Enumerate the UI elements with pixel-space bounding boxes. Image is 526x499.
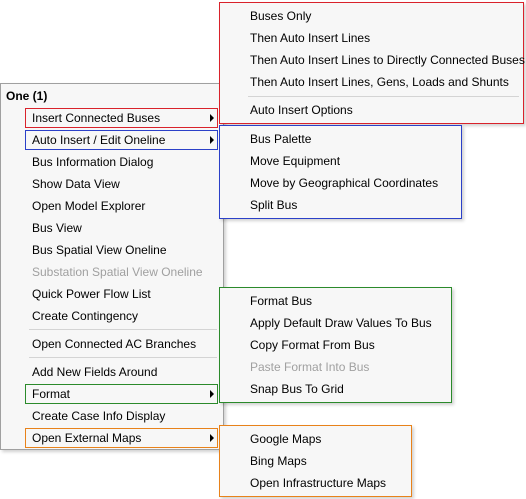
submenu-arrow-icon	[210, 136, 214, 144]
substation-spatial-view-oneline-item: Substation Spatial View Oneline	[32, 265, 203, 279]
bus-context-menu: One (1) Insert Connected Buses Auto Inse…	[0, 83, 224, 450]
create-contingency-item[interactable]: Create Contingency	[32, 309, 139, 323]
auto-insert-edit-oneline-label: Auto Insert / Edit Oneline	[32, 133, 166, 147]
format-item[interactable]: Format	[5, 384, 217, 404]
insert-connected-buses-highlight	[25, 108, 218, 128]
then-auto-insert-lines-directly-connected-item[interactable]: Then Auto Insert Lines to Directly Conne…	[250, 53, 525, 67]
insert-connected-buses-submenu: Buses Only Then Auto Insert Lines Then A…	[219, 2, 525, 124]
bus-spatial-view-oneline-item[interactable]: Bus Spatial View Oneline	[32, 243, 167, 257]
copy-format-from-bus-item[interactable]: Copy Format From Bus	[250, 338, 375, 352]
bus-information-dialog-item[interactable]: Bus Information Dialog	[32, 155, 154, 169]
auto-insert-options-item[interactable]: Auto Insert Options	[250, 103, 353, 117]
submenu-arrow-icon	[210, 390, 214, 398]
format-submenu: Format Bus Apply Default Draw Values To …	[219, 287, 452, 403]
split-bus-item[interactable]: Split Bus	[250, 198, 298, 212]
menu-separator	[29, 329, 217, 330]
menu-separator	[29, 357, 217, 358]
external-maps-highlight	[25, 428, 218, 448]
open-external-maps-item[interactable]: Open External Maps	[5, 428, 217, 448]
then-auto-insert-lines-item[interactable]: Then Auto Insert Lines	[250, 31, 371, 45]
open-connected-ac-branches-item[interactable]: Open Connected AC Branches	[32, 337, 197, 351]
move-equipment-item[interactable]: Move Equipment	[250, 154, 341, 168]
then-auto-insert-lines-gens-loads-shunts-item[interactable]: Then Auto Insert Lines, Gens, Loads and …	[250, 75, 509, 89]
open-external-maps-label: Open External Maps	[32, 431, 142, 445]
add-new-fields-around-item[interactable]: Add New Fields Around	[32, 365, 158, 379]
insert-connected-buses-label: Insert Connected Buses	[32, 111, 161, 125]
buses-only-item[interactable]: Buses Only	[250, 9, 312, 23]
google-maps-item[interactable]: Google Maps	[250, 432, 322, 446]
apply-default-draw-values-item[interactable]: Apply Default Draw Values To Bus	[250, 316, 432, 330]
bus-view-item[interactable]: Bus View	[32, 221, 82, 235]
insert-connected-buses-item[interactable]: Insert Connected Buses	[5, 108, 217, 128]
auto-insert-edit-oneline-item[interactable]: Auto Insert / Edit Oneline	[5, 130, 217, 150]
open-infrastructure-maps-item[interactable]: Open Infrastructure Maps	[250, 476, 387, 490]
menu-separator	[248, 96, 519, 97]
move-by-geographical-coordinates-item[interactable]: Move by Geographical Coordinates	[250, 176, 439, 190]
submenu-arrow-icon	[210, 434, 214, 442]
menu-title: One (1)	[6, 89, 48, 103]
auto-insert-highlight	[25, 130, 218, 150]
format-bus-item[interactable]: Format Bus	[250, 294, 313, 308]
auto-insert-submenu: Bus Palette Move Equipment Move by Geogr…	[219, 125, 462, 219]
show-data-view-item[interactable]: Show Data View	[32, 177, 120, 191]
paste-format-into-bus-item: Paste Format Into Bus	[250, 360, 370, 374]
bing-maps-item[interactable]: Bing Maps	[250, 454, 307, 468]
format-label: Format	[32, 387, 71, 401]
open-model-explorer-item[interactable]: Open Model Explorer	[32, 199, 146, 213]
quick-power-flow-list-item[interactable]: Quick Power Flow List	[32, 287, 151, 301]
format-highlight	[25, 384, 218, 404]
snap-bus-to-grid-item[interactable]: Snap Bus To Grid	[250, 382, 344, 396]
bus-palette-item[interactable]: Bus Palette	[250, 132, 312, 146]
external-maps-submenu: Google Maps Bing Maps Open Infrastructur…	[219, 425, 412, 497]
create-case-info-display-item[interactable]: Create Case Info Display	[32, 409, 166, 423]
submenu-arrow-icon	[210, 114, 214, 122]
